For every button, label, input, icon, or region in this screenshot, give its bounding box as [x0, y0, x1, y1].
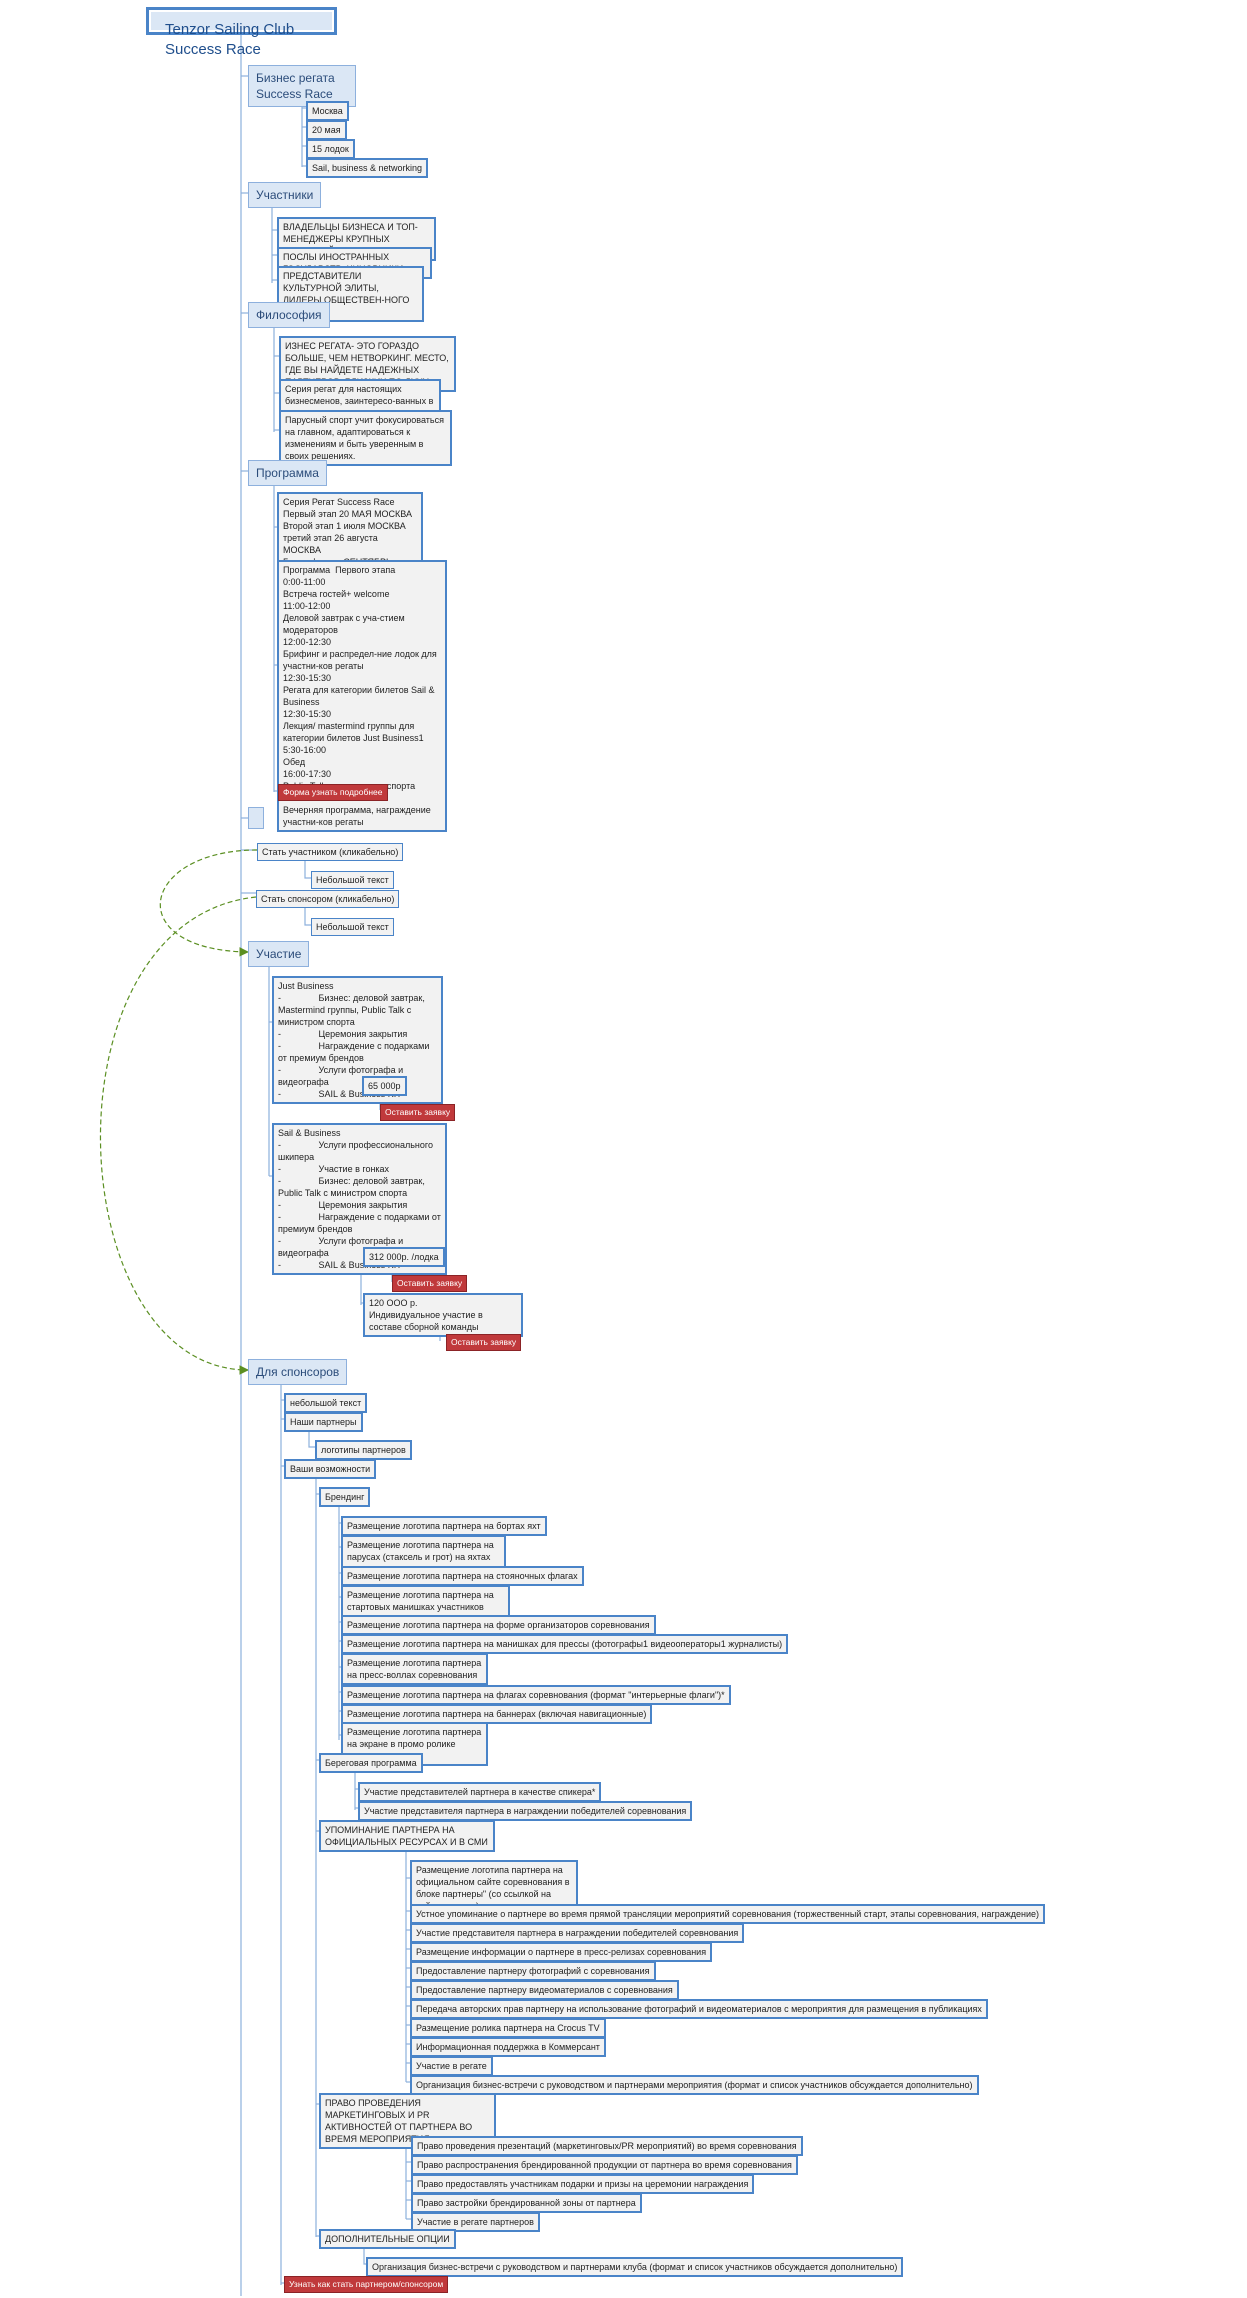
media-item: Предоставление партнеру видеоматериалов … — [410, 1980, 679, 2000]
media-item: Размещение информации о партнере в пресс… — [410, 1942, 713, 1962]
biz-item-tagline: Sail, business & networking — [306, 158, 429, 178]
node-business-regatta: Бизнес регата Success Race — [248, 65, 356, 107]
extra-options-node: ДОПОЛНИТЕЛЬНЫЕ ОПЦИИ — [319, 2229, 456, 2249]
branding-item: Размещение логотипа партнера на манишках… — [341, 1634, 789, 1654]
media-item: Предоставление партнеру фотографий с сор… — [410, 1961, 656, 1981]
media-item: Участие представителя партнера в награжд… — [410, 1923, 745, 1943]
node-sponsors: Для спонсоров — [248, 1359, 348, 1385]
sponsors-opportunities: Ваши возможности — [284, 1459, 377, 1479]
apply-button[interactable]: Оставить заявку — [392, 1275, 468, 1292]
biz-item-location: Москва — [306, 101, 349, 121]
media-item: Информационная поддержка в Коммерсант — [410, 2037, 606, 2057]
price-sail-business: 312 000р. /лодка — [363, 1247, 445, 1267]
media-item: Участие в регате — [410, 2056, 493, 2076]
media-node: УПОМИНАНИЕ ПАРТНЕРА НА ОФИЦИАЛЬНЫХ РЕСУР… — [319, 1820, 495, 1852]
media-item: Устное упоминание о партнере во время пр… — [410, 1904, 1046, 1924]
media-item: Организация бизнес-встречи с руководство… — [410, 2075, 979, 2095]
apply-button[interactable]: Оставить заявку — [380, 1104, 456, 1121]
node-philosophy: Философия — [248, 302, 330, 328]
marketing-item: Право проведения презентаций (маркетинго… — [411, 2136, 803, 2156]
partner-logos: логотипы партнеров — [315, 1440, 412, 1460]
participant-note: Небольшой текст — [311, 871, 394, 889]
biz-item-date: 20 мая — [306, 120, 347, 140]
sponsors-partners: Наши партнеры — [284, 1412, 363, 1432]
ticket-just-business: Just Business - Бизнес: деловой завтрак,… — [272, 976, 443, 1104]
become-sponsor-link[interactable]: Стать спонсором (кликабельно) — [256, 890, 400, 908]
sponsors-small-text: небольшой текст — [284, 1393, 368, 1413]
marketing-item: Право предоставлять участникам подарки и… — [411, 2174, 755, 2194]
branding-item: Размещение логотипа партнера на баннерах… — [341, 1704, 653, 1724]
biz-item-boats: 15 лодок — [306, 139, 355, 159]
media-item: Размещение ролика партнера на Crocus TV — [410, 2018, 606, 2038]
marketing-item: Право распространения брендированной про… — [411, 2155, 798, 2175]
root-node: Tenzor Sailing Club Success Race — [146, 7, 337, 58]
price-just-business: 65 000р — [362, 1076, 407, 1096]
marketing-item: Участие в регате партнеров — [411, 2212, 540, 2232]
extra-item: Организация бизнес-встречи с руководство… — [366, 2257, 904, 2277]
marketing-item: Право застройки брендированной зоны от п… — [411, 2193, 642, 2213]
philosophy-item: Парусный спорт учит фокусироваться на гл… — [279, 410, 452, 466]
node-participants: Участники — [248, 182, 322, 208]
apply-button[interactable]: Оставить заявку — [446, 1334, 522, 1351]
branding-item: Размещение логотипа партнера на форме ор… — [341, 1615, 656, 1635]
media-item: Передача авторских прав партнеру на испо… — [410, 1999, 988, 2019]
shore-program-node: Береговая программа — [319, 1753, 423, 1773]
branding-node: Брендинг — [319, 1487, 371, 1507]
become-partner-button[interactable]: Узнать как стать партнером/спонсором — [284, 2276, 449, 2293]
price-individual: 120 ООО р. Индивидуальное участие в сост… — [363, 1293, 523, 1337]
branding-item: Размещение логотипа партнера на бортах я… — [341, 1516, 547, 1536]
branding-item: Размещение логотипа партнера на стояночн… — [341, 1566, 584, 1586]
become-participant-link[interactable]: Стать участником (кликабельно) — [257, 843, 404, 861]
sponsor-note: Небольшой текст — [311, 918, 394, 936]
node-participation: Участие — [248, 941, 310, 967]
node-empty — [248, 807, 264, 829]
shore-item: Участие представителей партнера в качест… — [358, 1782, 602, 1802]
shore-item: Участие представителя партнера в награжд… — [358, 1801, 693, 1821]
program-details-button[interactable]: Форма узнать подробнее — [278, 784, 388, 801]
branding-item: Размещение логотипа партнера на пресс-во… — [341, 1653, 488, 1685]
branding-item: Размещение логотипа партнера на стартовы… — [341, 1585, 510, 1617]
node-program: Программа — [248, 460, 327, 486]
branding-item: Размещение логотипа партнера на флагах с… — [341, 1685, 731, 1705]
